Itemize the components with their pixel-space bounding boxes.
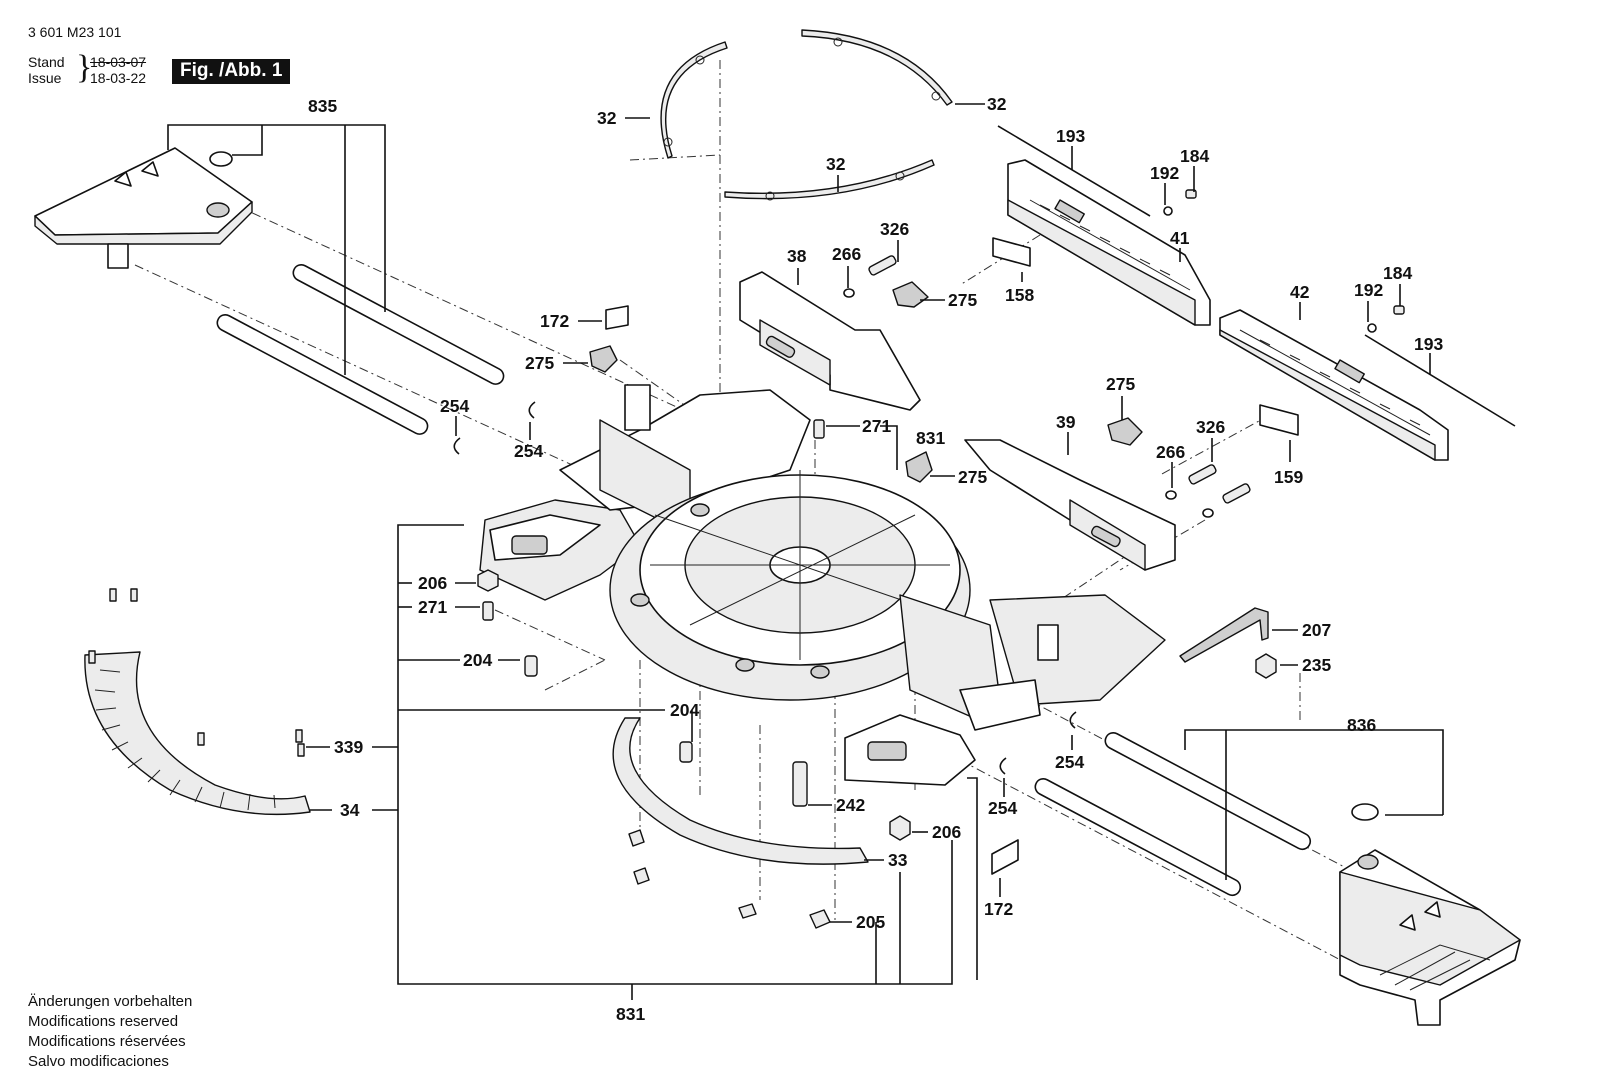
callout-184-right: 184 xyxy=(1383,263,1412,283)
callout-184-top: 184 xyxy=(1180,146,1209,166)
callout-32-bottom: 32 xyxy=(826,154,846,174)
revision-dates: Stand Issue } 18-03-07 18-03-22 xyxy=(28,50,328,94)
callout-254-left: 254 xyxy=(440,396,469,416)
callout-266-top: 266 xyxy=(832,244,861,264)
footer-line-es: Salvo modificaciones xyxy=(28,1053,169,1070)
callout-275-right: 275 xyxy=(1106,374,1135,394)
document-number: 3 601 M23 101 xyxy=(28,24,122,40)
callout-271-left: 271 xyxy=(418,597,447,617)
callout-158: 158 xyxy=(1005,285,1034,305)
callout-192-right: 192 xyxy=(1354,280,1383,300)
callout-34: 34 xyxy=(340,800,360,820)
callout-32-right: 32 xyxy=(987,94,1007,114)
leader-lines xyxy=(167,103,1444,1000)
callout-204-center: 204 xyxy=(670,700,699,720)
callout-254-lower: 254 xyxy=(988,798,1017,818)
stand-label: Stand xyxy=(28,54,65,70)
miter-scale-34 xyxy=(84,651,311,816)
callout-266-right: 266 xyxy=(1156,442,1185,462)
callout-207: 207 xyxy=(1302,620,1331,640)
callout-32-left: 32 xyxy=(597,108,617,128)
hardware-parts xyxy=(88,189,1405,929)
kerf-plate-33 xyxy=(612,717,869,865)
right-extension-support-836 xyxy=(1034,732,1521,1026)
callout-242: 242 xyxy=(836,795,865,815)
callout-39: 39 xyxy=(1056,412,1076,432)
footer-line-de: Änderungen vorbehalten xyxy=(28,993,193,1010)
fence-42 xyxy=(1219,309,1516,461)
guard-arcs-32 xyxy=(660,29,953,201)
callout-41: 41 xyxy=(1170,228,1190,248)
fence-insert-38 xyxy=(739,271,921,411)
footer-line-fr: Modifications réservées xyxy=(28,1033,186,1050)
callout-172-top: 172 xyxy=(540,311,569,331)
callout-831-bottom: 831 xyxy=(616,1004,645,1024)
callout-254-right: 254 xyxy=(1055,752,1084,772)
callout-193-right: 193 xyxy=(1414,334,1443,354)
callout-254-center: 254 xyxy=(514,441,543,461)
callout-labels: 835 32 32 32 193 184 192 41 158 326 38 2… xyxy=(308,94,1443,1024)
callout-33: 33 xyxy=(888,850,908,870)
left-extension-support-835 xyxy=(34,147,505,435)
callout-326-top: 326 xyxy=(880,219,909,239)
callout-159: 159 xyxy=(1274,467,1303,487)
callout-836: 836 xyxy=(1347,715,1376,735)
turntable-base-831 xyxy=(479,384,1166,786)
callout-42: 42 xyxy=(1290,282,1310,302)
footer-line-en: Modifications reserved xyxy=(28,1013,179,1030)
callout-172-bottom: 172 xyxy=(984,899,1013,919)
callout-205: 205 xyxy=(856,912,885,932)
callout-835: 835 xyxy=(308,96,337,116)
callout-271-top: 271 xyxy=(862,416,891,436)
callout-326-right: 326 xyxy=(1196,417,1225,437)
callout-38: 38 xyxy=(787,246,807,266)
callout-275-left: 275 xyxy=(525,353,554,373)
callout-235: 235 xyxy=(1302,655,1331,675)
callout-206-left: 206 xyxy=(418,573,447,593)
callout-193-top: 193 xyxy=(1056,126,1085,146)
fence-insert-39 xyxy=(964,439,1176,571)
issue-label: Issue xyxy=(28,70,62,86)
callout-206-right: 206 xyxy=(932,822,961,842)
callout-831-top: 831 xyxy=(916,428,945,448)
callout-192-top: 192 xyxy=(1150,163,1179,183)
callout-275-top: 275 xyxy=(948,290,977,310)
callout-275-center: 275 xyxy=(958,467,987,487)
brace-glyph: } xyxy=(76,49,93,86)
footer-notice: Änderungen vorbehalten Modifications res… xyxy=(28,992,192,1072)
issue-date: 18-03-22 xyxy=(90,70,147,86)
figure-label: Fig. /Abb. 1 xyxy=(172,59,291,84)
fence-41 xyxy=(997,125,1211,326)
stand-date: 18-03-07 xyxy=(90,54,147,70)
callout-204-left: 204 xyxy=(463,650,492,670)
callout-339: 339 xyxy=(334,737,363,757)
